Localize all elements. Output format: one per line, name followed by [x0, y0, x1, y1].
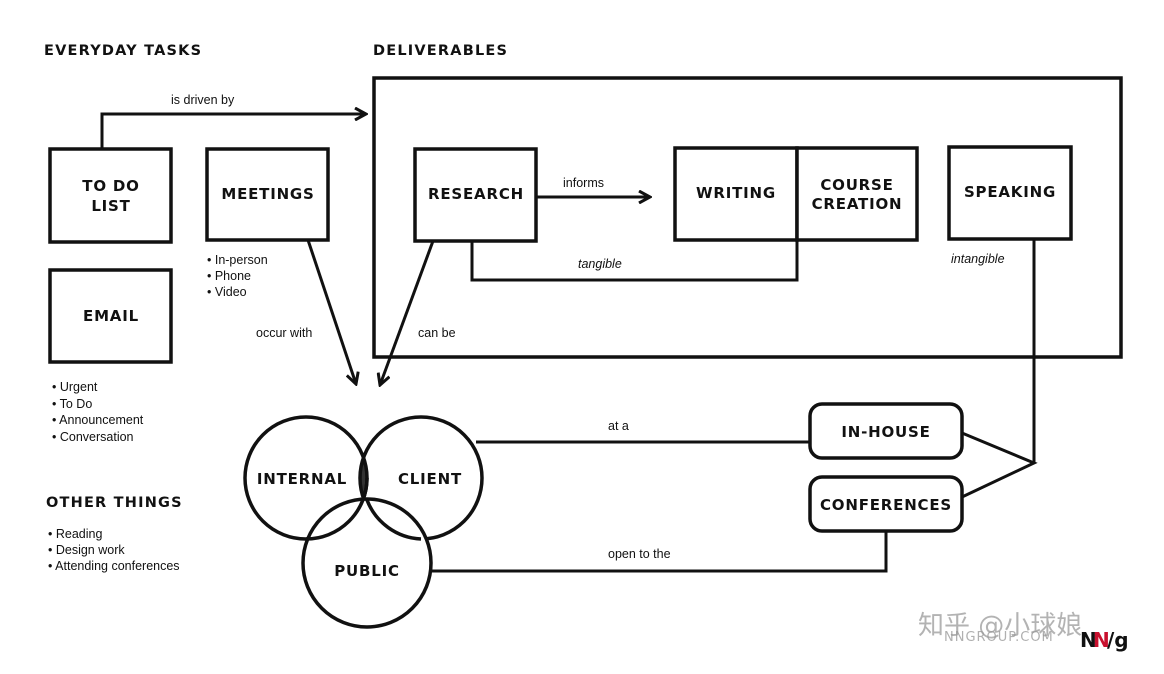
label-can-be: can be [418, 326, 456, 340]
connector-open-to-the [431, 531, 888, 573]
email-label: EMAIL [83, 307, 139, 325]
nngroup-logo: N N /g [1080, 628, 1129, 652]
speaking-box [947, 145, 1073, 241]
other-item-attending-conferences: • Attending conferences [48, 559, 180, 573]
connector-occur-with [306, 239, 356, 384]
todo-list-label-2: LIST [91, 197, 130, 215]
connector-is-driven-by [100, 114, 366, 148]
label-informs: informs [563, 176, 604, 190]
heading-other-things: OTHER THINGS [46, 495, 183, 511]
email-box [48, 268, 173, 364]
todo-list-label-1: TO DO [82, 177, 139, 195]
course-creation-box [795, 146, 919, 242]
connector-tangible [470, 240, 799, 282]
label-is-driven-by: is driven by [171, 93, 235, 107]
conferences-label: CONFERENCES [820, 496, 952, 514]
meetings-label: MEETINGS [221, 185, 314, 203]
speaking-label: SPEAKING [964, 183, 1056, 201]
heading-everyday-tasks: EVERYDAY TASKS [44, 43, 202, 59]
in-house-label: IN-HOUSE [841, 423, 930, 441]
venn-label-client: CLIENT [398, 470, 462, 488]
course-creation-label-2: CREATION [812, 195, 903, 213]
meetings-box [205, 147, 330, 242]
writing-label: WRITING [696, 184, 776, 202]
meetings-item-phone: • Phone [207, 269, 251, 283]
meetings-item-video: • Video [207, 285, 247, 299]
watermark-site: NNGROUP.COM [944, 630, 1054, 645]
venn-label-internal: INTERNAL [257, 470, 347, 488]
connector-speaking-fork [961, 431, 1038, 499]
label-occur-with: occur with [256, 326, 312, 340]
logo-n2: N [1093, 628, 1110, 652]
meetings-item-in-person: • In-person [207, 253, 268, 267]
label-open-to-the: open to the [608, 547, 671, 561]
other-item-reading: • Reading [48, 527, 102, 541]
todo-list-box [48, 147, 173, 244]
other-item-design-work: • Design work [48, 543, 125, 557]
venn-label-public: PUBLIC [334, 562, 400, 580]
venn-internal-arc [305, 477, 369, 541]
watermark-zhihu: 知乎 @小球娘 [918, 611, 1082, 641]
label-tangible: tangible [578, 257, 622, 271]
email-item-announcement: • Announcement [52, 413, 144, 427]
deliverables-container [372, 76, 1123, 359]
writing-box [673, 146, 799, 242]
email-item-conversation: • Conversation [52, 430, 134, 444]
research-label: RESEARCH [428, 185, 524, 203]
logo-g: /g [1107, 628, 1129, 652]
logo-n1: N [1080, 628, 1097, 652]
venn-client-arc [365, 499, 422, 541]
heading-deliverables: DELIVERABLES [373, 43, 508, 59]
in-house-box [808, 402, 964, 460]
email-item-todo: • To Do [52, 397, 92, 411]
label-at-a: at a [608, 419, 629, 433]
connector-can-be [380, 240, 435, 385]
label-intangible: intangible [951, 252, 1005, 266]
email-item-urgent: • Urgent [52, 380, 98, 394]
course-creation-label-1: COURSE [820, 176, 893, 194]
research-box [413, 147, 538, 243]
